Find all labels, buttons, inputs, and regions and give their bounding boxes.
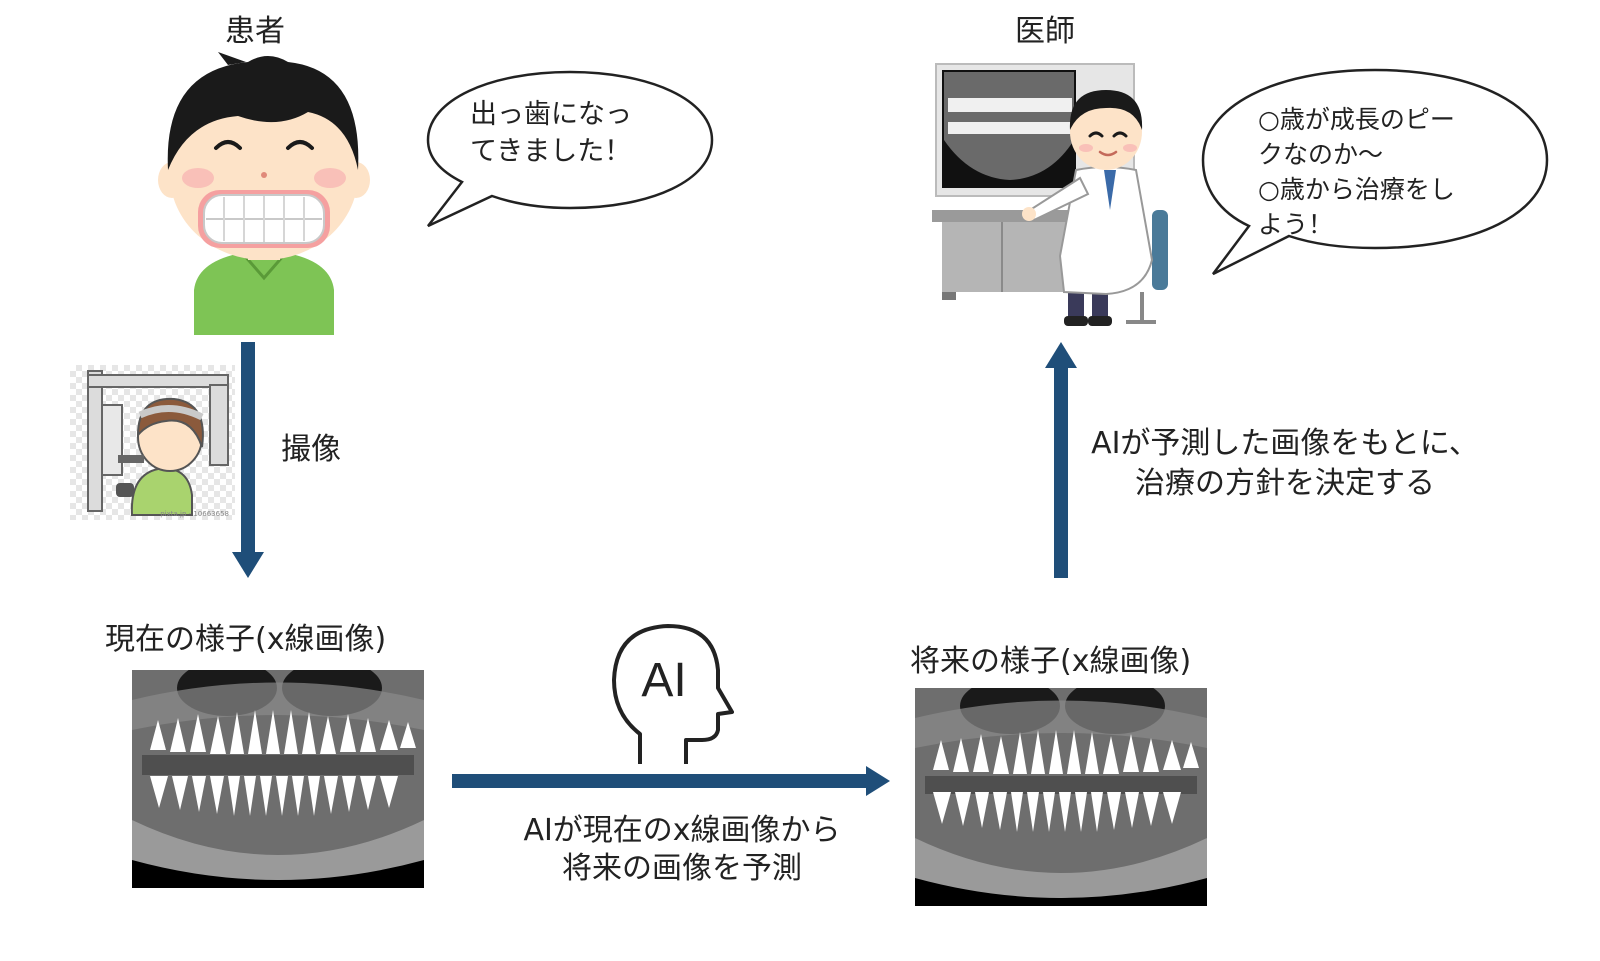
future-xray-image bbox=[915, 688, 1207, 906]
patient-illustration bbox=[158, 52, 370, 335]
arrow-up-decision bbox=[1045, 342, 1077, 578]
predict-caption-line-2: 将来の画像を予測 bbox=[562, 851, 802, 886]
doctor-speech-bubble bbox=[1201, 68, 1549, 276]
doctor-speech-line-1: ○歳が成長のピー bbox=[1258, 105, 1455, 134]
imaging-label: 撮像 bbox=[281, 432, 341, 467]
arrow-down-imaging bbox=[232, 342, 264, 578]
patient-title: 患者 bbox=[225, 14, 285, 49]
ai-head-text: AI bbox=[641, 654, 686, 707]
decision-caption: AIが予測した画像をもとに、 治療の方針を決定する bbox=[1075, 424, 1495, 504]
current-xray-image bbox=[132, 670, 424, 888]
doctor-illustration bbox=[932, 63, 1168, 326]
arrow-right-predict bbox=[452, 766, 890, 796]
imaging-photo-watermark: pixta.jp - 10663658 bbox=[160, 510, 229, 518]
patient-speech-line-2: てきました！ bbox=[470, 136, 632, 167]
doctor-speech-line-4: よう！ bbox=[1258, 210, 1334, 239]
ai-head-icon: AI bbox=[612, 624, 734, 764]
future-title: 将来の様子(x線画像) bbox=[910, 644, 1192, 679]
doctor-speech-line-2: クなのか～ bbox=[1258, 140, 1384, 169]
doctor-title: 医師 bbox=[1015, 14, 1075, 49]
patient-speech-bubble bbox=[426, 70, 714, 228]
decision-caption-line-1: AIが予測した画像をもとに、 bbox=[1091, 426, 1479, 461]
doctor-speech-text: ○歳が成長のピー クなのか～ ○歳から治療をし よう！ bbox=[1258, 102, 1455, 242]
patient-speech-line-1: 出っ歯になっ bbox=[470, 99, 632, 130]
predict-caption-line-1: AIが現在のx線画像から bbox=[523, 813, 841, 848]
patient-speech-text: 出っ歯になっ てきました！ bbox=[470, 96, 632, 170]
current-title: 現在の様子(x線画像) bbox=[105, 622, 387, 657]
predict-caption: AIが現在のx線画像から 将来の画像を予測 bbox=[472, 812, 892, 888]
imaging-photo: pixta.jp - 10663658 bbox=[70, 365, 235, 520]
decision-caption-line-2: 治療の方針を決定する bbox=[1135, 466, 1435, 501]
xray-machine-illustration bbox=[87, 370, 229, 516]
doctor-speech-line-3: ○歳から治療をし bbox=[1258, 175, 1455, 204]
